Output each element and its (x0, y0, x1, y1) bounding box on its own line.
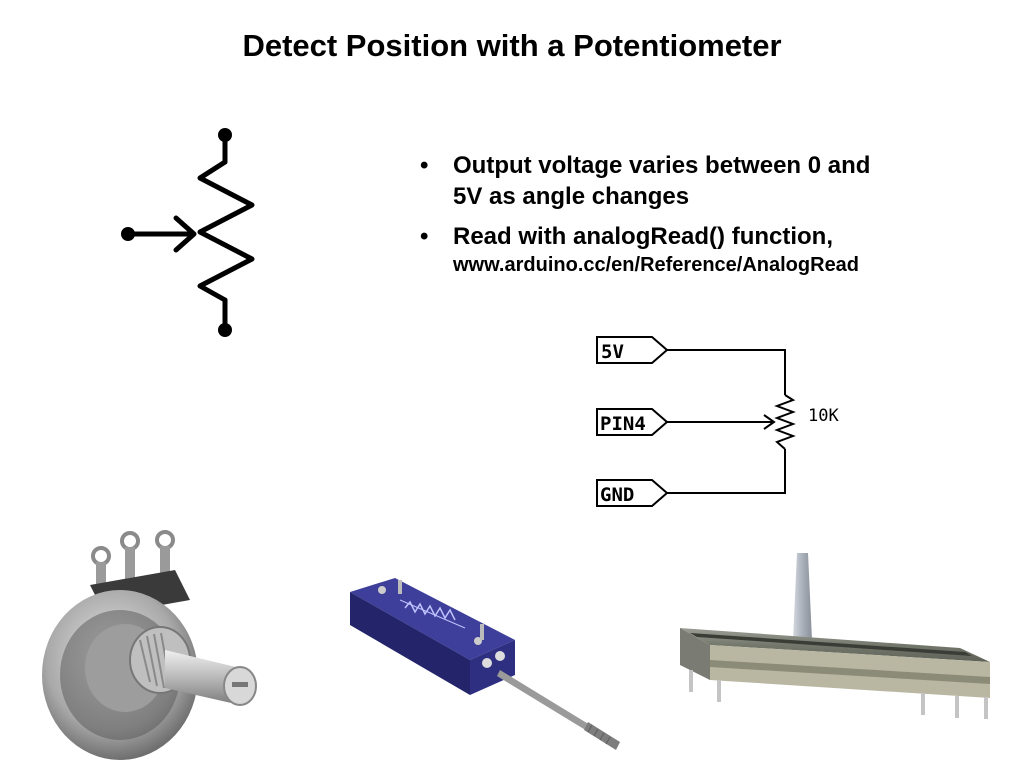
page-title: Detect Position with a Potentiometer (242, 28, 782, 63)
bullet-dot: • (420, 223, 429, 250)
bullet-text-line1: Output voltage varies between 0 and (453, 152, 871, 179)
potentiometer-circuit-schematic: 5V PIN4 GND 10K (596, 336, 839, 507)
net-tag-gnd (596, 479, 669, 507)
bullet-text-line1: Read with analogRead() function, (453, 223, 834, 250)
bullet-list: • Output voltage varies between 0 and 5V… (412, 150, 1012, 287)
net-label-pin4: PIN4 (600, 413, 646, 435)
bullet-text-line2: 5V as angle changes (453, 183, 690, 210)
bullet-dot: • (420, 152, 429, 179)
bullet-item: • Read with analogRead() function, www.a… (412, 221, 1012, 278)
bullet-item: • Output voltage varies between 0 and 5V… (412, 150, 1012, 212)
resistor-value-label: 10K (808, 406, 839, 426)
linear-slide-potentiometer-image (350, 578, 620, 750)
linear-fader-potentiometer-image (680, 553, 990, 719)
net-tag-5v (596, 336, 669, 364)
net-tag-pin4 (596, 408, 669, 436)
potentiometer-symbol-icon (121, 128, 255, 337)
arduino-reference-url: www.arduino.cc/en/Reference/AnalogRead (453, 254, 860, 276)
rotary-potentiometer-image (42, 530, 257, 760)
net-label-5v: 5V (601, 341, 624, 363)
net-label-gnd: GND (600, 484, 634, 506)
